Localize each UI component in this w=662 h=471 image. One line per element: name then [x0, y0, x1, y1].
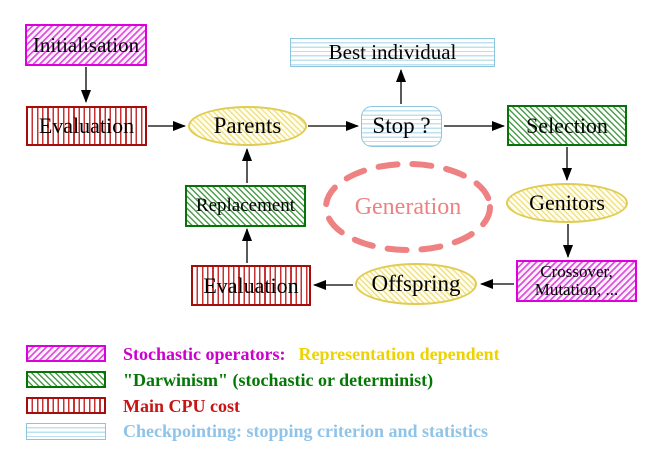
legend-swatch-darwinism [26, 371, 106, 388]
legend-text-darwinism: "Darwinism" (stochastic or determinist) [123, 370, 434, 390]
node-genitors-label: Genitors [529, 190, 605, 216]
node-initialisation-label: Initialisation [32, 32, 140, 57]
node-stop: Stop ? [361, 106, 442, 147]
legend-text-checkpointing: Checkpointing: stopping criterion and st… [123, 421, 489, 441]
node-generation-label: Generation [354, 194, 462, 221]
legend-swatch-main-cpu-cost [26, 397, 106, 414]
legend-swatch-stochastic-operators [26, 345, 106, 362]
node-selection: Selection [507, 105, 627, 146]
legend-text-main-cpu-cost: Main CPU cost [123, 396, 240, 416]
legend-text-representation-dependent: Representation dependent [298, 344, 500, 364]
legend-text-stochastic-operators: Stochastic operators: Representation depe… [123, 344, 500, 364]
node-evaluation-bottom: Evaluation [191, 265, 311, 306]
legend-swatch-checkpointing [26, 423, 106, 440]
node-evaluation-top: Evaluation [26, 106, 147, 146]
legend-text-stochastic-label: Stochastic operators: [123, 344, 286, 364]
node-generation: Generation [326, 187, 490, 229]
node-best-individual-label: Best individual [328, 40, 457, 65]
node-parents: Parents [188, 106, 307, 146]
node-genitors: Genitors [506, 183, 628, 223]
node-initialisation: Initialisation [25, 24, 147, 66]
node-replacement-label: Replacement [195, 195, 296, 217]
node-evaluation-top-label: Evaluation [38, 113, 135, 139]
node-selection-label: Selection [526, 112, 608, 138]
node-evaluation-bottom-label: Evaluation [203, 272, 299, 298]
node-best-individual: Best individual [290, 38, 495, 67]
node-stop-label: Stop ? [372, 113, 431, 139]
generation-dashed-ellipse [323, 161, 493, 253]
node-offspring: Offspring [355, 263, 477, 305]
node-offspring-label: Offspring [371, 270, 461, 296]
node-parents-label: Parents [213, 112, 282, 138]
node-crossover-label-line2: Mutation, ... [534, 280, 619, 299]
node-crossover-label-line1: Crossover, [540, 262, 613, 282]
node-crossover-mutation: Crossover, Mutation, ... [516, 260, 637, 302]
node-replacement: Replacement [185, 185, 306, 227]
